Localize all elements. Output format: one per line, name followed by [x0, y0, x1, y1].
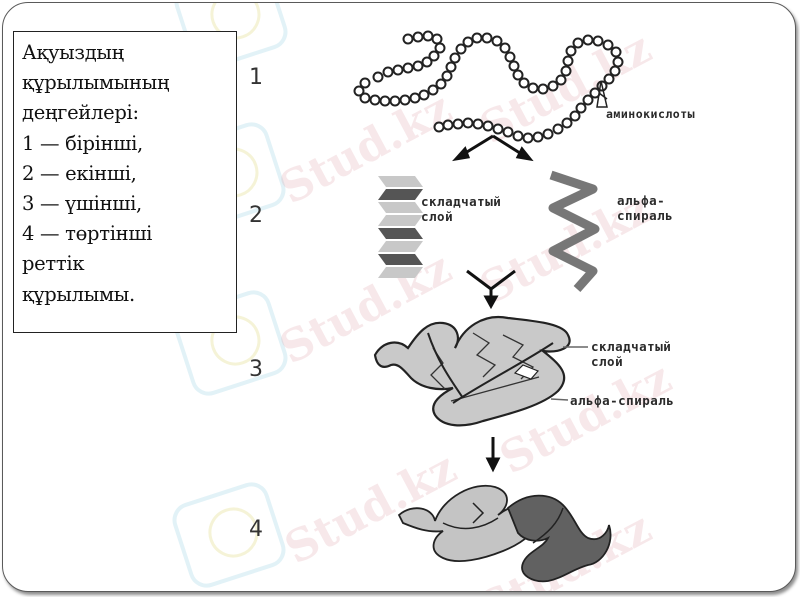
- legend-line: 1 — бірінші,: [22, 131, 143, 155]
- amino-acid-pointer-icon: [596, 80, 608, 108]
- tertiary-helix-label: альфа-спираль: [570, 393, 675, 408]
- legend-line: құрылымы.: [22, 282, 135, 306]
- tertiary-sheet-label: складчатый слой: [591, 339, 671, 369]
- alpha-helix-icon: [548, 170, 600, 292]
- tertiary-sheet-label-line1: складчатый: [591, 339, 672, 354]
- stage-number-3: 3: [249, 357, 263, 382]
- amino-acid-beads: [353, 30, 624, 144]
- down-arrow-icon: [485, 437, 501, 473]
- alpha-helix-label: альфа- спираль: [617, 193, 673, 223]
- alpha-helix-label-line2: спираль: [617, 208, 674, 223]
- stage-number-2: 2: [249, 203, 263, 228]
- amino-acid-chain: [368, 38, 621, 135]
- protein-structure-diagram: [353, 30, 624, 583]
- split-arrow-icon: [452, 134, 534, 162]
- amino-acids-label: аминокислоты: [606, 107, 696, 121]
- merge-arrow-icon: [466, 269, 516, 310]
- legend-line: 3 — үшінші,: [22, 192, 142, 216]
- alpha-helix-label-line1: альфа-: [617, 193, 666, 208]
- stage-number-4: 4: [249, 517, 263, 542]
- quaternary-structure-icon: [397, 484, 612, 583]
- helix-leader-line: [550, 398, 569, 401]
- tertiary-structure-icon: [373, 315, 571, 427]
- legend-line: Ақуыздың: [22, 41, 124, 64]
- legend-line: 4 — төртінші: [22, 222, 153, 246]
- legend-line: деңгейлері:: [22, 101, 139, 125]
- stage-number-1: 1: [249, 65, 263, 90]
- pleated-sheet-label-line2: слой: [421, 209, 454, 224]
- legend-line: реттік: [22, 252, 85, 276]
- tertiary-sheet-label-line2: слой: [591, 354, 624, 369]
- legend-line: 2 — екінші,: [22, 161, 137, 185]
- pleated-sheet-label: складчатый слой: [421, 194, 501, 224]
- pleated-sheet-icon: [378, 176, 423, 278]
- pleated-sheet-label-line1: складчатый: [421, 194, 502, 209]
- legend-text-box: Ақуыздың құрылымының деңгейлері: 1 — бір…: [13, 31, 237, 333]
- legend-line: құрылымының: [22, 71, 170, 95]
